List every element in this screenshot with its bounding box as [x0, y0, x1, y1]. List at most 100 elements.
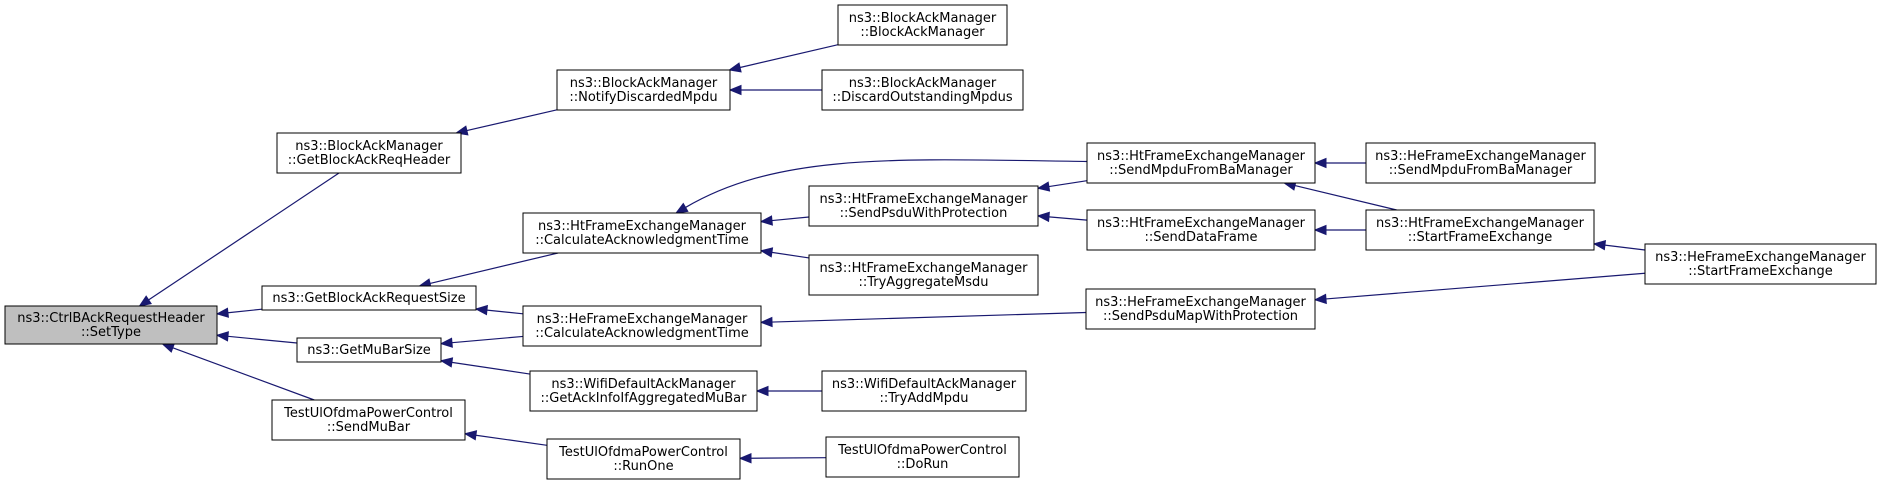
node-ht_tryagg[interactable]: ns3::HtFrameExchangeManager::TryAggregat… [808, 254, 1039, 296]
node-box [271, 399, 466, 441]
edge-line [227, 308, 263, 314]
edge-line [750, 457, 827, 459]
node-label-line: ::GetBlockAckReqHeader [288, 153, 451, 168]
node-label-line: ::DoRun [897, 457, 949, 472]
edge-arrowhead [439, 337, 453, 348]
node-he_calcack[interactable]: ns3::HeFrameExchangeManager::CalculateAc… [522, 305, 762, 347]
node-ht_sendmpdu[interactable]: ns3::HtFrameExchangeManager::SendMpduFro… [1086, 142, 1316, 184]
node-label-line: ns3::WifiDefaultAckManager [832, 377, 1017, 392]
edge-arrowhead [674, 202, 689, 214]
node-label-line: ns3::WifiDefaultAckManager [551, 377, 736, 392]
edge-he_startfx-to-he_sendpsdumap [1313, 272, 1646, 305]
edge-arrowhead [759, 215, 773, 226]
node-root[interactable]: ns3::CtrlBAckRequestHeader::SetType [4, 305, 218, 345]
edge-line [771, 251, 810, 259]
node-box [276, 132, 462, 174]
node-he_sendmpdu[interactable]: ns3::HeFrameExchangeManager::SendMpduFro… [1365, 142, 1596, 184]
edge-arrowhead [738, 452, 752, 464]
edge-arrowhead [161, 343, 176, 353]
node-getbarhdr[interactable]: ns3::BlockAckManager::GetBlockAckReqHead… [276, 132, 462, 174]
node-label-line: ::SendPsduWithProtection [840, 206, 1008, 221]
node-box [821, 69, 1024, 111]
edge-wifi_getack-to-getmubarsize [439, 357, 531, 375]
edge-line [451, 361, 531, 375]
node-box [1086, 142, 1316, 184]
edge-line [451, 335, 524, 344]
edge-arrowhead [759, 247, 774, 258]
edge-tul_sendmubar-to-root [161, 343, 315, 401]
edge-ht_sendmpdu-to-ht_calcack [674, 159, 1088, 214]
edge-arrowhead [439, 357, 454, 368]
node-ht_calcack[interactable]: ns3::HtFrameExchangeManager::CalculateAc… [522, 212, 762, 254]
node-tul_sendmubar[interactable]: TestUlOfdmaPowerControl::SendMuBar [271, 399, 466, 441]
node-ht_startfx[interactable]: ns3::HtFrameExchangeManager::StartFrameE… [1365, 209, 1595, 251]
node-getmubarsize[interactable]: ns3::GetMuBarSize [296, 337, 442, 363]
edge-ht_startfx-to-ht_sendmpdu [1282, 180, 1397, 211]
edge-ht_tryagg-to-ht_calcack [759, 247, 810, 259]
node-box [1644, 243, 1877, 285]
edge-arrowhead [463, 430, 478, 441]
node-box [808, 185, 1039, 227]
node-label-line: ns3::CtrlBAckRequestHeader [17, 311, 205, 326]
node-label-line: ::RunOne [613, 459, 673, 474]
node-box [808, 254, 1039, 296]
node-box [821, 370, 1027, 412]
node-label-line: ::CalculateAcknowledgmentTime [535, 326, 749, 341]
node-label-line: ::SendDataFrame [1144, 230, 1257, 245]
node-label-line: ns3::HtFrameExchangeManager [820, 261, 1029, 276]
node-box [522, 212, 762, 254]
edge-line [685, 159, 1088, 208]
edge-line [466, 109, 558, 132]
node-label-line: ns3::HeFrameExchangeManager [1095, 295, 1306, 310]
node-box [261, 285, 477, 311]
edge-line [227, 335, 298, 344]
node-wifi_tryadd[interactable]: ns3::WifiDefaultAckManager::TryAddMpdu [821, 370, 1027, 412]
node-label-line: ns3::HeFrameExchangeManager [537, 312, 748, 327]
node-label-line: ::TryAggregateMsdu [858, 275, 988, 290]
edge-getmubarsize-to-root [215, 331, 298, 344]
edge-arrowhead [1036, 181, 1051, 192]
node-ht_senddata[interactable]: ns3::HtFrameExchangeManager::SendDataFra… [1086, 209, 1316, 251]
node-bam_discard[interactable]: ns3::BlockAckManager::DiscardOutstanding… [821, 69, 1024, 111]
node-label-line: TestUlOfdmaPowerControl [283, 406, 453, 421]
node-tul_runone[interactable]: TestUlOfdmaPowerControl::RunOne [546, 438, 741, 480]
node-wifi_getack[interactable]: ns3::WifiDefaultAckManager::GetAckInfoIf… [529, 370, 758, 412]
node-box [556, 69, 731, 111]
edge-getbarhdr-to-root [138, 172, 340, 307]
edge-ht_senddata-to-ht_sendpsdu [1036, 211, 1088, 223]
edge-tul_runone-to-tul_sendmubar [463, 430, 548, 446]
node-tul_dorun[interactable]: TestUlOfdmaPowerControl::DoRun [825, 436, 1020, 478]
node-he_startfx[interactable]: ns3::HeFrameExchangeManager::StartFrameE… [1644, 243, 1877, 285]
node-label-line: ns3::HtFrameExchangeManager [1097, 149, 1306, 164]
node-label-line: TestUlOfdmaPowerControl [558, 445, 728, 460]
edge-line [1294, 184, 1397, 211]
node-ht_sendpsdu[interactable]: ns3::HtFrameExchangeManager::SendPsduWit… [808, 185, 1039, 227]
node-box [1365, 142, 1596, 184]
node-bam_ctor[interactable]: ns3::BlockAckManager::BlockAckManager [837, 4, 1008, 46]
edge-he_startfx-to-ht_startfx [1592, 239, 1646, 251]
edge-wifi_tryadd-to-wifi_getack [755, 385, 822, 397]
node-label-line: ::TryAddMpdu [880, 391, 969, 406]
node-box [546, 438, 741, 480]
node-he_sendpsdumap[interactable]: ns3::HeFrameExchangeManager::SendPsduMap… [1085, 288, 1316, 330]
edge-bam_notify-to-getbarhdr [454, 109, 558, 136]
edge-arrowhead [138, 295, 152, 307]
edge-line [771, 311, 1087, 323]
node-box [529, 370, 758, 412]
node-label-line: ns3::BlockAckManager [295, 139, 443, 154]
edge-bam_discard-to-bam_notify [728, 84, 822, 96]
edge-line [486, 309, 524, 315]
node-label-line: ::SetType [81, 325, 141, 340]
edge-arrowhead [474, 304, 488, 316]
node-getbarsize[interactable]: ns3::GetBlockAckRequestSize [261, 285, 477, 311]
node-label-line: ::SendMuBar [327, 420, 411, 435]
edge-ht_calcack-to-getbarsize [418, 252, 559, 289]
node-label-line: ns3::HtFrameExchangeManager [1097, 216, 1306, 231]
edge-arrowhead [1036, 211, 1050, 223]
edge-arrowhead [759, 316, 773, 328]
node-label-line: ::DiscardOutstandingMpdus [832, 90, 1013, 105]
edge-arrowhead [215, 331, 229, 342]
edge-arrowhead [755, 385, 769, 397]
node-bam_notify[interactable]: ns3::BlockAckManager::NotifyDiscardedMpd… [556, 69, 731, 111]
node-label-line: ns3::BlockAckManager [570, 76, 718, 91]
